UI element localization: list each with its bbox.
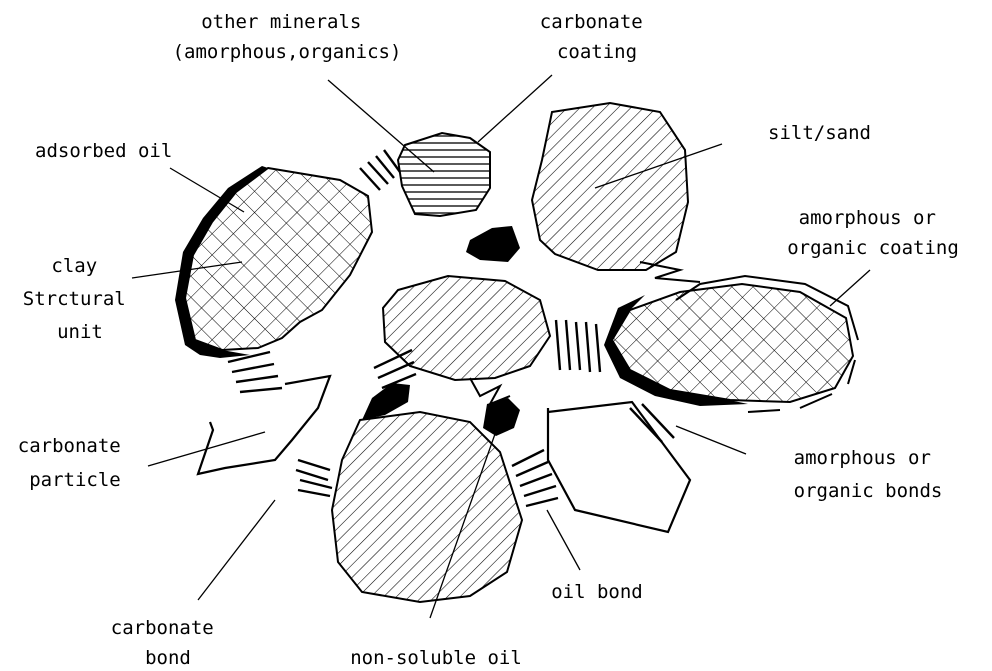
label-clay-structural-unit: clay Strctural unit [23,255,137,343]
other-minerals-particle [398,133,490,216]
bond-clay-carbonate [228,352,282,392]
non-soluble-oil-blob-3 [483,398,520,436]
bond-clay-minerals [360,150,400,190]
silt-sand-particle-top [532,103,688,270]
label-amorphous-coating: amorphous or organic coating [787,207,959,259]
label-carbonate-coating: carbonate coating [540,11,654,63]
label-non-soluble-oil: non-soluble oil [350,647,522,669]
non-soluble-oil-blob-1 [466,226,520,262]
label-carbonate-bond: carbonate bond [111,617,225,669]
bond-carbonate-bottom [296,460,332,496]
bond-center-right [556,320,600,372]
label-amorphous-bonds: amorphous or organic bonds [794,447,943,502]
label-carbonate-particle: carbonate particle [18,435,132,491]
clay-structural-unit [185,168,372,350]
label-silt-sand: silt/sand [768,122,871,144]
label-other-minerals: other minerals (amorphous,organics) [173,11,402,63]
label-adsorbed-oil: adsorbed oil [35,140,172,162]
silt-sand-particle-bottom [332,412,522,602]
label-oil-bond: oil bond [551,581,643,603]
carbonate-particle-right [548,402,690,532]
particles [175,103,858,602]
